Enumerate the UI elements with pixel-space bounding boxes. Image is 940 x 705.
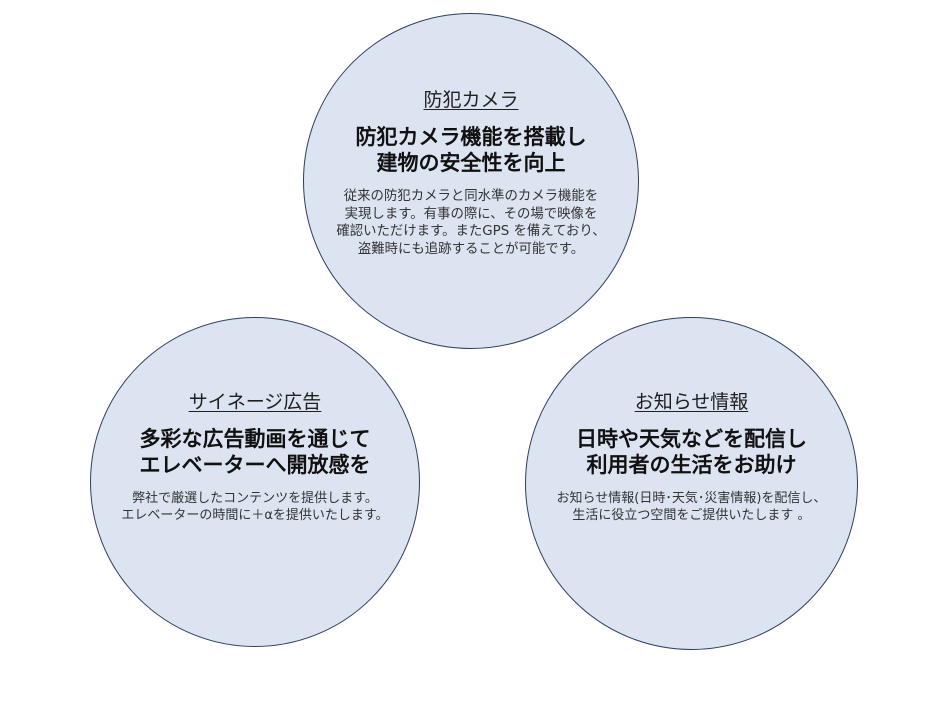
signage-headline-line-1: 多彩な広告動画を通じて [139, 427, 371, 451]
signage-headline-line-2: エレベーターへ開放感を [139, 453, 371, 477]
camera-feature-label: 防犯カメラ [423, 89, 519, 111]
info-feature-circle: お知らせ情報 日時や天気などを配信し 利用者の生活をお助け お知らせ情報(日時･… [525, 317, 858, 650]
info-feature-headline: 日時や天気などを配信し 利用者の生活をお助け [526, 426, 857, 478]
camera-desc-line-1: 従来の防犯カメラと同水準のカメラ機能を [343, 189, 599, 204]
signage-feature-description: 弊社で厳選したコンテンツを提供します。 エレベーターの時間に＋αを提供いたします… [91, 490, 419, 524]
info-feature-description: お知らせ情報(日時･天気･災害情報)を配信し、 生活に役立つ空間をご提供いたしま… [526, 490, 857, 524]
signage-feature-circle: サイネージ広告 多彩な広告動画を通じて エレベーターへ開放感を 弊社で厳選したコ… [90, 317, 420, 647]
signage-feature-headline: 多彩な広告動画を通じて エレベーターへ開放感を [91, 426, 419, 478]
camera-desc-line-2: 実現します。有事の際に、その場で映像を [344, 206, 598, 222]
camera-feature-headline: 防犯カメラ機能を搭載し 建物の安全性を向上 [304, 124, 638, 176]
camera-desc-line-4: 盗難時にも追跡することが可能です。 [357, 241, 585, 257]
signage-feature-label: サイネージ広告 [188, 391, 322, 413]
signage-desc-line-2: エレベーターの時間に＋αを提供いたします。 [121, 508, 389, 523]
camera-feature-circle: 防犯カメラ 防犯カメラ機能を搭載し 建物の安全性を向上 従来の防犯カメラと同水準… [303, 13, 639, 349]
info-headline-line-1: 日時や天気などを配信し [576, 427, 807, 451]
info-desc-line-2: 生活に役立つ空間をご提供いたします 。 [572, 508, 811, 523]
camera-headline-line-1: 防犯カメラ機能を搭載し [355, 125, 587, 149]
camera-headline-line-2: 建物の安全性を向上 [376, 151, 566, 175]
camera-feature-description: 従来の防犯カメラと同水準のカメラ機能を 実現します。有事の際に、その場で映像を … [304, 188, 638, 258]
info-feature-label: お知らせ情報 [634, 391, 749, 413]
signage-desc-line-1: 弊社で厳選したコンテンツを提供します。 [132, 491, 378, 506]
info-headline-line-2: 利用者の生活をお助け [586, 453, 797, 477]
info-desc-line-1: お知らせ情報(日時･天気･災害情報)を配信し、 [556, 491, 827, 506]
camera-desc-line-3: 確認いただけます。またGPS を備えており、 [336, 224, 606, 239]
